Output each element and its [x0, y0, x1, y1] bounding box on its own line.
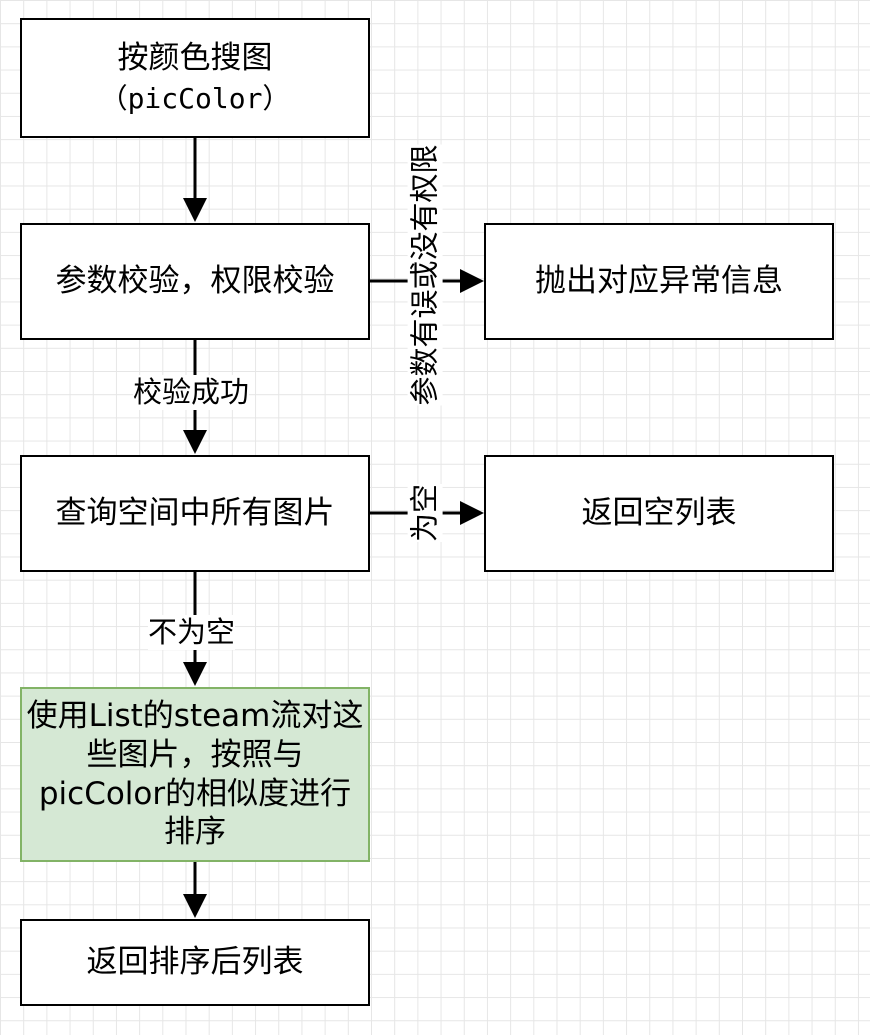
edge-label-params-error: 参数有误或没有权限 — [407, 144, 443, 406]
arrowhead — [460, 501, 484, 525]
arrowhead — [183, 662, 207, 686]
arrowhead — [183, 894, 207, 918]
arrowhead — [183, 198, 207, 222]
node-query-images: 查询空间中所有图片 — [20, 455, 370, 572]
node-sort-by-similarity: 使用List的steam流对这些图片，按照与picColor的相似度进行排序 — [20, 687, 370, 862]
node-subtitle: （picColor） — [99, 82, 291, 116]
edge-label-validate-success: 校验成功 — [133, 375, 250, 410]
arrowhead — [460, 269, 484, 293]
node-label: 返回空列表 — [581, 494, 737, 531]
node-label: 参数校验，权限校验 — [55, 262, 335, 299]
node-label: 抛出对应异常信息 — [535, 262, 783, 299]
node-label: 查询空间中所有图片 — [55, 494, 335, 531]
node-return-empty: 返回空列表 — [484, 455, 834, 572]
node-label: 返回排序后列表 — [86, 943, 304, 980]
node-throw-exception: 抛出对应异常信息 — [484, 223, 834, 340]
node-return-sorted: 返回排序后列表 — [20, 919, 370, 1006]
arrowhead — [183, 430, 207, 454]
node-title: 按颜色搜图 — [117, 40, 273, 77]
node-pic-color-search: 按颜色搜图 （picColor） — [20, 18, 370, 138]
edge-label-is-empty: 为空 — [407, 483, 443, 543]
node-label: 使用List的steam流对这些图片，按照与picColor的相似度进行排序 — [26, 698, 364, 851]
edge-label-not-empty: 不为空 — [148, 615, 236, 650]
node-validate: 参数校验，权限校验 — [20, 223, 370, 340]
